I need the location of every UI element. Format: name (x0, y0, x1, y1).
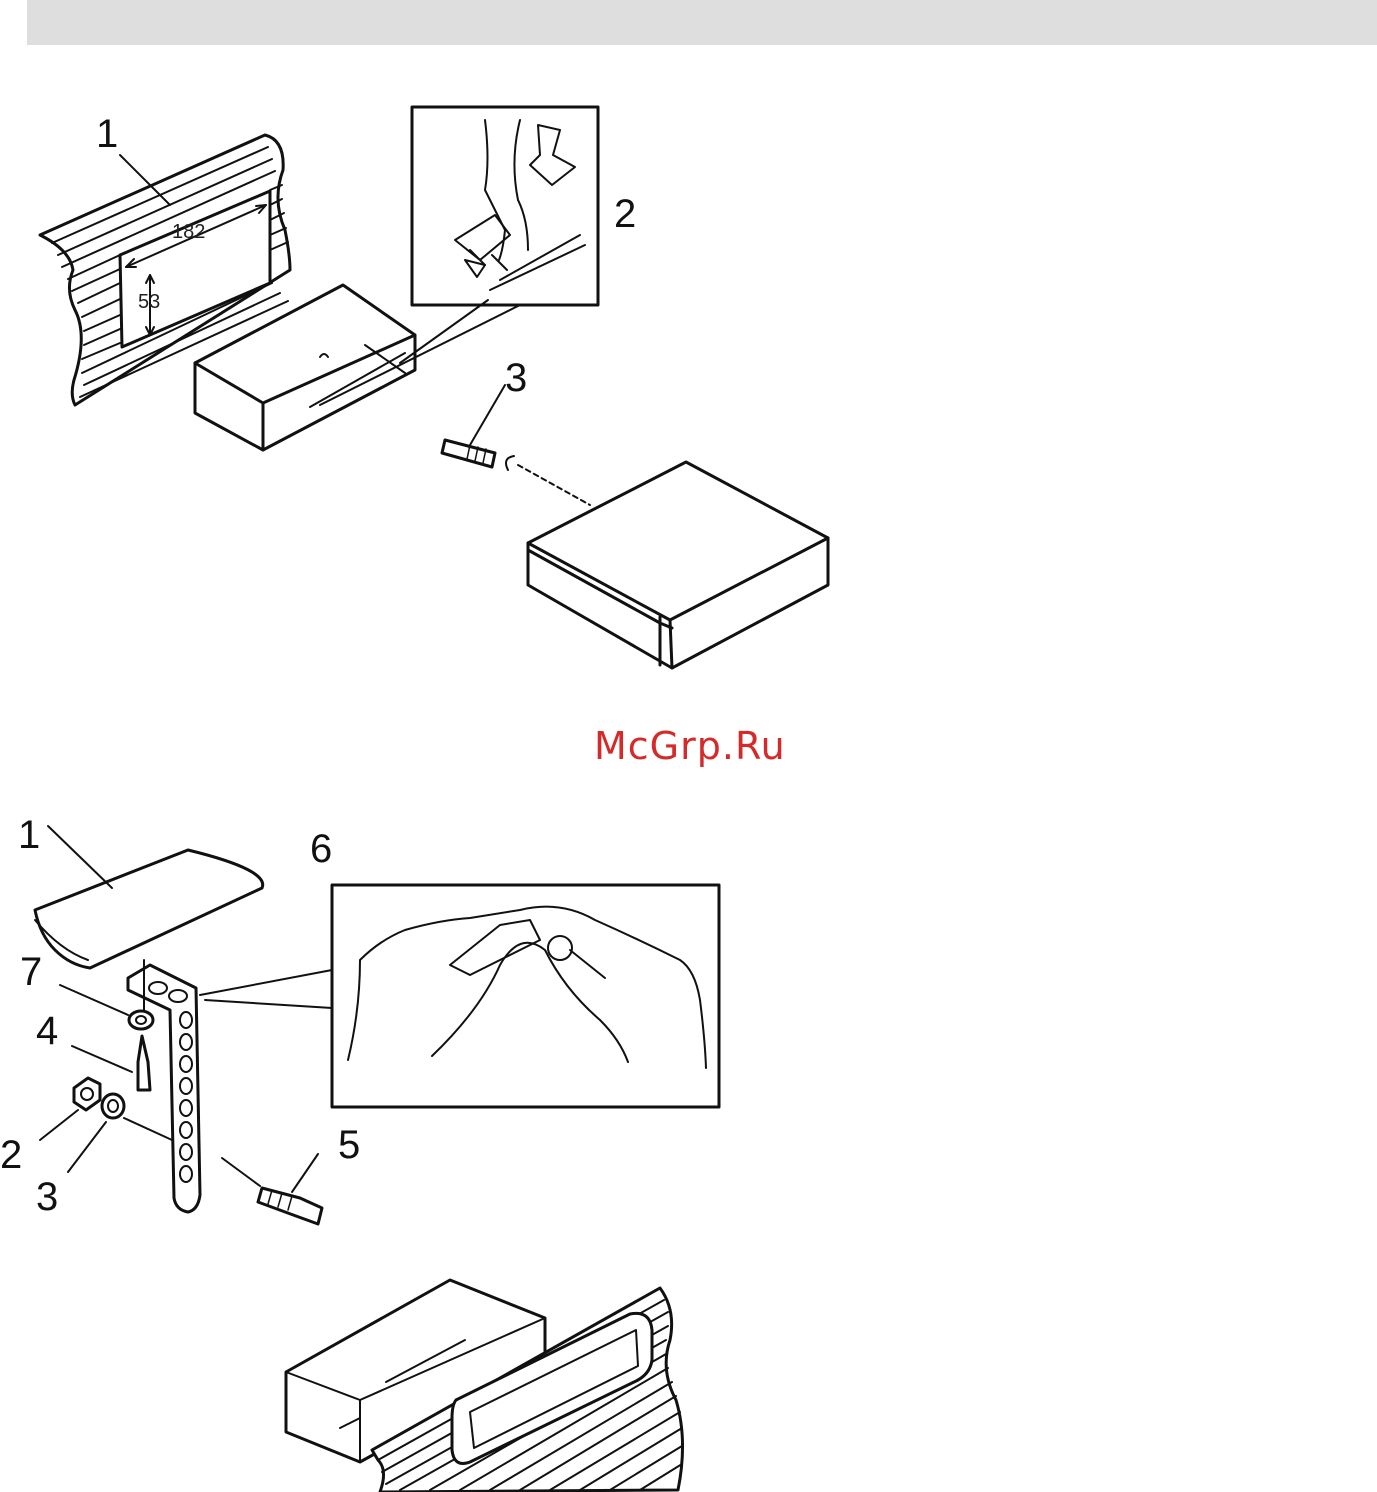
bolt-part (442, 385, 590, 505)
nut-part-2 (40, 1078, 100, 1140)
callout-bottom-5: 5 (338, 1123, 360, 1167)
bolt-part-5 (222, 1154, 322, 1224)
callout-top-1: 1 (96, 112, 118, 156)
callout-bottom-7: 7 (20, 950, 42, 994)
callout-top-2: 2 (614, 192, 636, 236)
watermark-logo: McGrp.Ru (594, 724, 786, 768)
flat-panel (35, 826, 263, 968)
dashboard-panel (40, 135, 290, 405)
callout-top-3: 3 (505, 356, 527, 400)
detail-box-bracket-bending (200, 885, 719, 1107)
callout-bottom-1: 1 (18, 813, 40, 857)
figure-bottom-rear-mounting: 1 6 7 4 2 3 5 (0, 800, 740, 1492)
callout-bottom-2: 2 (0, 1133, 22, 1177)
header-bar (27, 0, 1377, 45)
dimension-height-label: 53 (138, 291, 160, 313)
callout-bottom-4: 4 (36, 1009, 58, 1053)
radio-unit (528, 462, 828, 668)
callout-bottom-3: 3 (36, 1175, 58, 1219)
dimension-width-label: 182 (172, 221, 205, 243)
washer-part-7 (60, 985, 153, 1029)
dashboard-bezel (372, 1288, 683, 1492)
callout-bottom-6: 6 (310, 827, 332, 871)
figure-top-installation-sleeve: 1 2 3 182 53 (0, 95, 840, 675)
washer-part-3 (68, 1094, 172, 1172)
